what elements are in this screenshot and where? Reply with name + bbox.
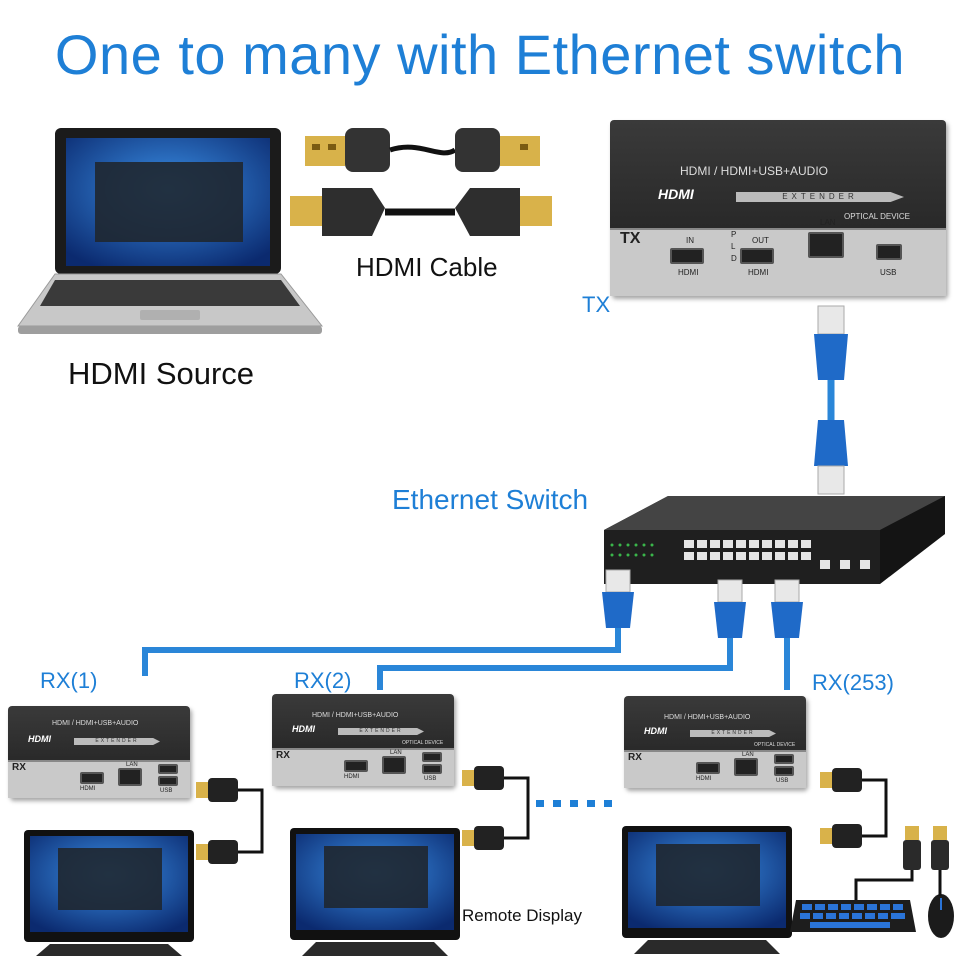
- keyboard: [790, 900, 916, 932]
- ellipsis-dots: [536, 800, 612, 807]
- hdmi-cable-label: HDMI Cable: [356, 252, 498, 282]
- rx2-extender-label: EXTENDER: [338, 728, 424, 735]
- tx-in-label: IN: [686, 236, 694, 245]
- rx253-label: RX(253): [812, 670, 894, 695]
- rx2-tag: RX: [276, 750, 290, 761]
- tx-lan-port: [808, 232, 844, 258]
- rx2-lan-port: [382, 756, 406, 774]
- tx-led-d: D: [731, 254, 737, 263]
- page-title: One to many with Ethernet switch: [54, 23, 906, 86]
- rx2-usb-label: USB: [424, 776, 437, 782]
- tx-lan-label: LAN: [820, 218, 836, 227]
- rx1-usb-port-1: [158, 764, 178, 774]
- rx1-lan-label: LAN: [126, 762, 138, 768]
- rx253-optical-label: OPTICAL DEVICE: [754, 742, 796, 748]
- monitor-2: [290, 828, 460, 956]
- usb-plugs: [854, 826, 949, 900]
- tx-optical-label: OPTICAL DEVICE: [844, 212, 910, 221]
- rx1-usb-port-2: [158, 776, 178, 786]
- rx253-extender-label: EXTENDER: [690, 730, 776, 737]
- rx2-optical-label: OPTICAL DEVICE: [402, 740, 444, 746]
- tx-tag: TX: [620, 230, 641, 247]
- rx1-hdmi-port: [80, 772, 104, 784]
- tx-hdmi-in-label: HDMI: [678, 268, 699, 277]
- rx2-usb-port-1: [422, 752, 442, 762]
- rx253-lan-label: LAN: [742, 752, 754, 758]
- tx-led-l: L: [731, 242, 736, 251]
- tx-out-label: OUT: [752, 236, 769, 245]
- rx2-hdmi-port: [344, 760, 368, 772]
- rx2-hdmi-label: HDMI: [344, 774, 360, 780]
- tx-device: HDMI / HDMI+USB+AUDIO HDMI EXTENDER OPTI…: [610, 120, 946, 296]
- rx1-model-label: HDMI / HDMI+USB+AUDIO: [52, 720, 139, 727]
- hdmi-cable: [290, 188, 552, 236]
- tx-usb-port: [876, 244, 902, 260]
- rx2-label: RX(2): [294, 668, 352, 693]
- rx253-hdmi-logo: HDMI: [644, 726, 667, 736]
- rx253-model-label: HDMI / HDMI+USB+AUDIO: [664, 714, 751, 721]
- mouse: [928, 894, 954, 938]
- rx2-model-label: HDMI / HDMI+USB+AUDIO: [312, 712, 399, 719]
- tx-hdmi-out-label: HDMI: [748, 268, 769, 277]
- remote-display-label: Remote Display: [462, 906, 582, 925]
- rx253-usb-label: USB: [776, 778, 789, 784]
- tx-label: TX: [582, 292, 611, 317]
- rx253-lan-port: [734, 758, 758, 776]
- rx1-lan-port: [118, 768, 142, 786]
- monitor-3: [622, 826, 792, 954]
- rx253-front-panel: RX HDMI LAN USB: [624, 750, 806, 788]
- tx-model-label: HDMI / HDMI+USB+AUDIO: [680, 164, 829, 178]
- rx1-tag: RX: [12, 762, 26, 773]
- tx-extender-label: EXTENDER: [736, 192, 904, 202]
- rx1-label: RX(1): [40, 668, 98, 693]
- tx-hdmi-logo: HDMI: [658, 186, 694, 202]
- usb-cable: [305, 128, 540, 172]
- rx1-hdmi-logo: HDMI: [28, 734, 51, 744]
- tx-hdmi-in-port: [670, 248, 704, 264]
- ethernet-switch-label: Ethernet Switch: [392, 484, 589, 515]
- tx-usb-label: USB: [880, 268, 897, 277]
- rx2-usb-port-2: [422, 764, 442, 774]
- rx2-lan-label: LAN: [390, 750, 402, 756]
- tx-front-panel: TX IN HDMI P L D OUT HDMI LAN USB: [610, 218, 946, 296]
- tx-ethernet-cable: [814, 305, 848, 495]
- rx-hdmi-cables: [196, 766, 888, 864]
- rx-ethernet-connectors: [602, 569, 803, 638]
- rx1-device: HDMI / HDMI+USB+AUDIO HDMI EXTENDER RX H…: [8, 706, 190, 798]
- hdmi-source-label: HDMI Source: [68, 356, 255, 391]
- rx2-front-panel: RX HDMI LAN USB: [272, 748, 454, 786]
- rx-ethernet-cables: [142, 625, 790, 690]
- rx1-hdmi-label: HDMI: [80, 786, 96, 792]
- rx1-usb-label: USB: [160, 788, 173, 794]
- rx253-device: HDMI / HDMI+USB+AUDIO HDMI EXTENDER OPTI…: [624, 696, 806, 788]
- tx-led-p: P: [731, 230, 737, 239]
- rx2-hdmi-logo: HDMI: [292, 724, 315, 734]
- rx253-hdmi-label: HDMI: [696, 776, 712, 782]
- rx253-usb-port-1: [774, 754, 794, 764]
- monitor-1: [24, 830, 194, 956]
- rx253-tag: RX: [628, 752, 642, 763]
- rx253-hdmi-port: [696, 762, 720, 774]
- laptop: [17, 128, 324, 334]
- rx2-device: HDMI / HDMI+USB+AUDIO HDMI EXTENDER OPTI…: [272, 694, 454, 786]
- tx-hdmi-out-port: [740, 248, 774, 264]
- rx1-extender-label: EXTENDER: [74, 738, 160, 745]
- rx1-front-panel: RX HDMI LAN USB: [8, 760, 190, 798]
- ethernet-switch: [604, 496, 945, 584]
- rx253-usb-port-2: [774, 766, 794, 776]
